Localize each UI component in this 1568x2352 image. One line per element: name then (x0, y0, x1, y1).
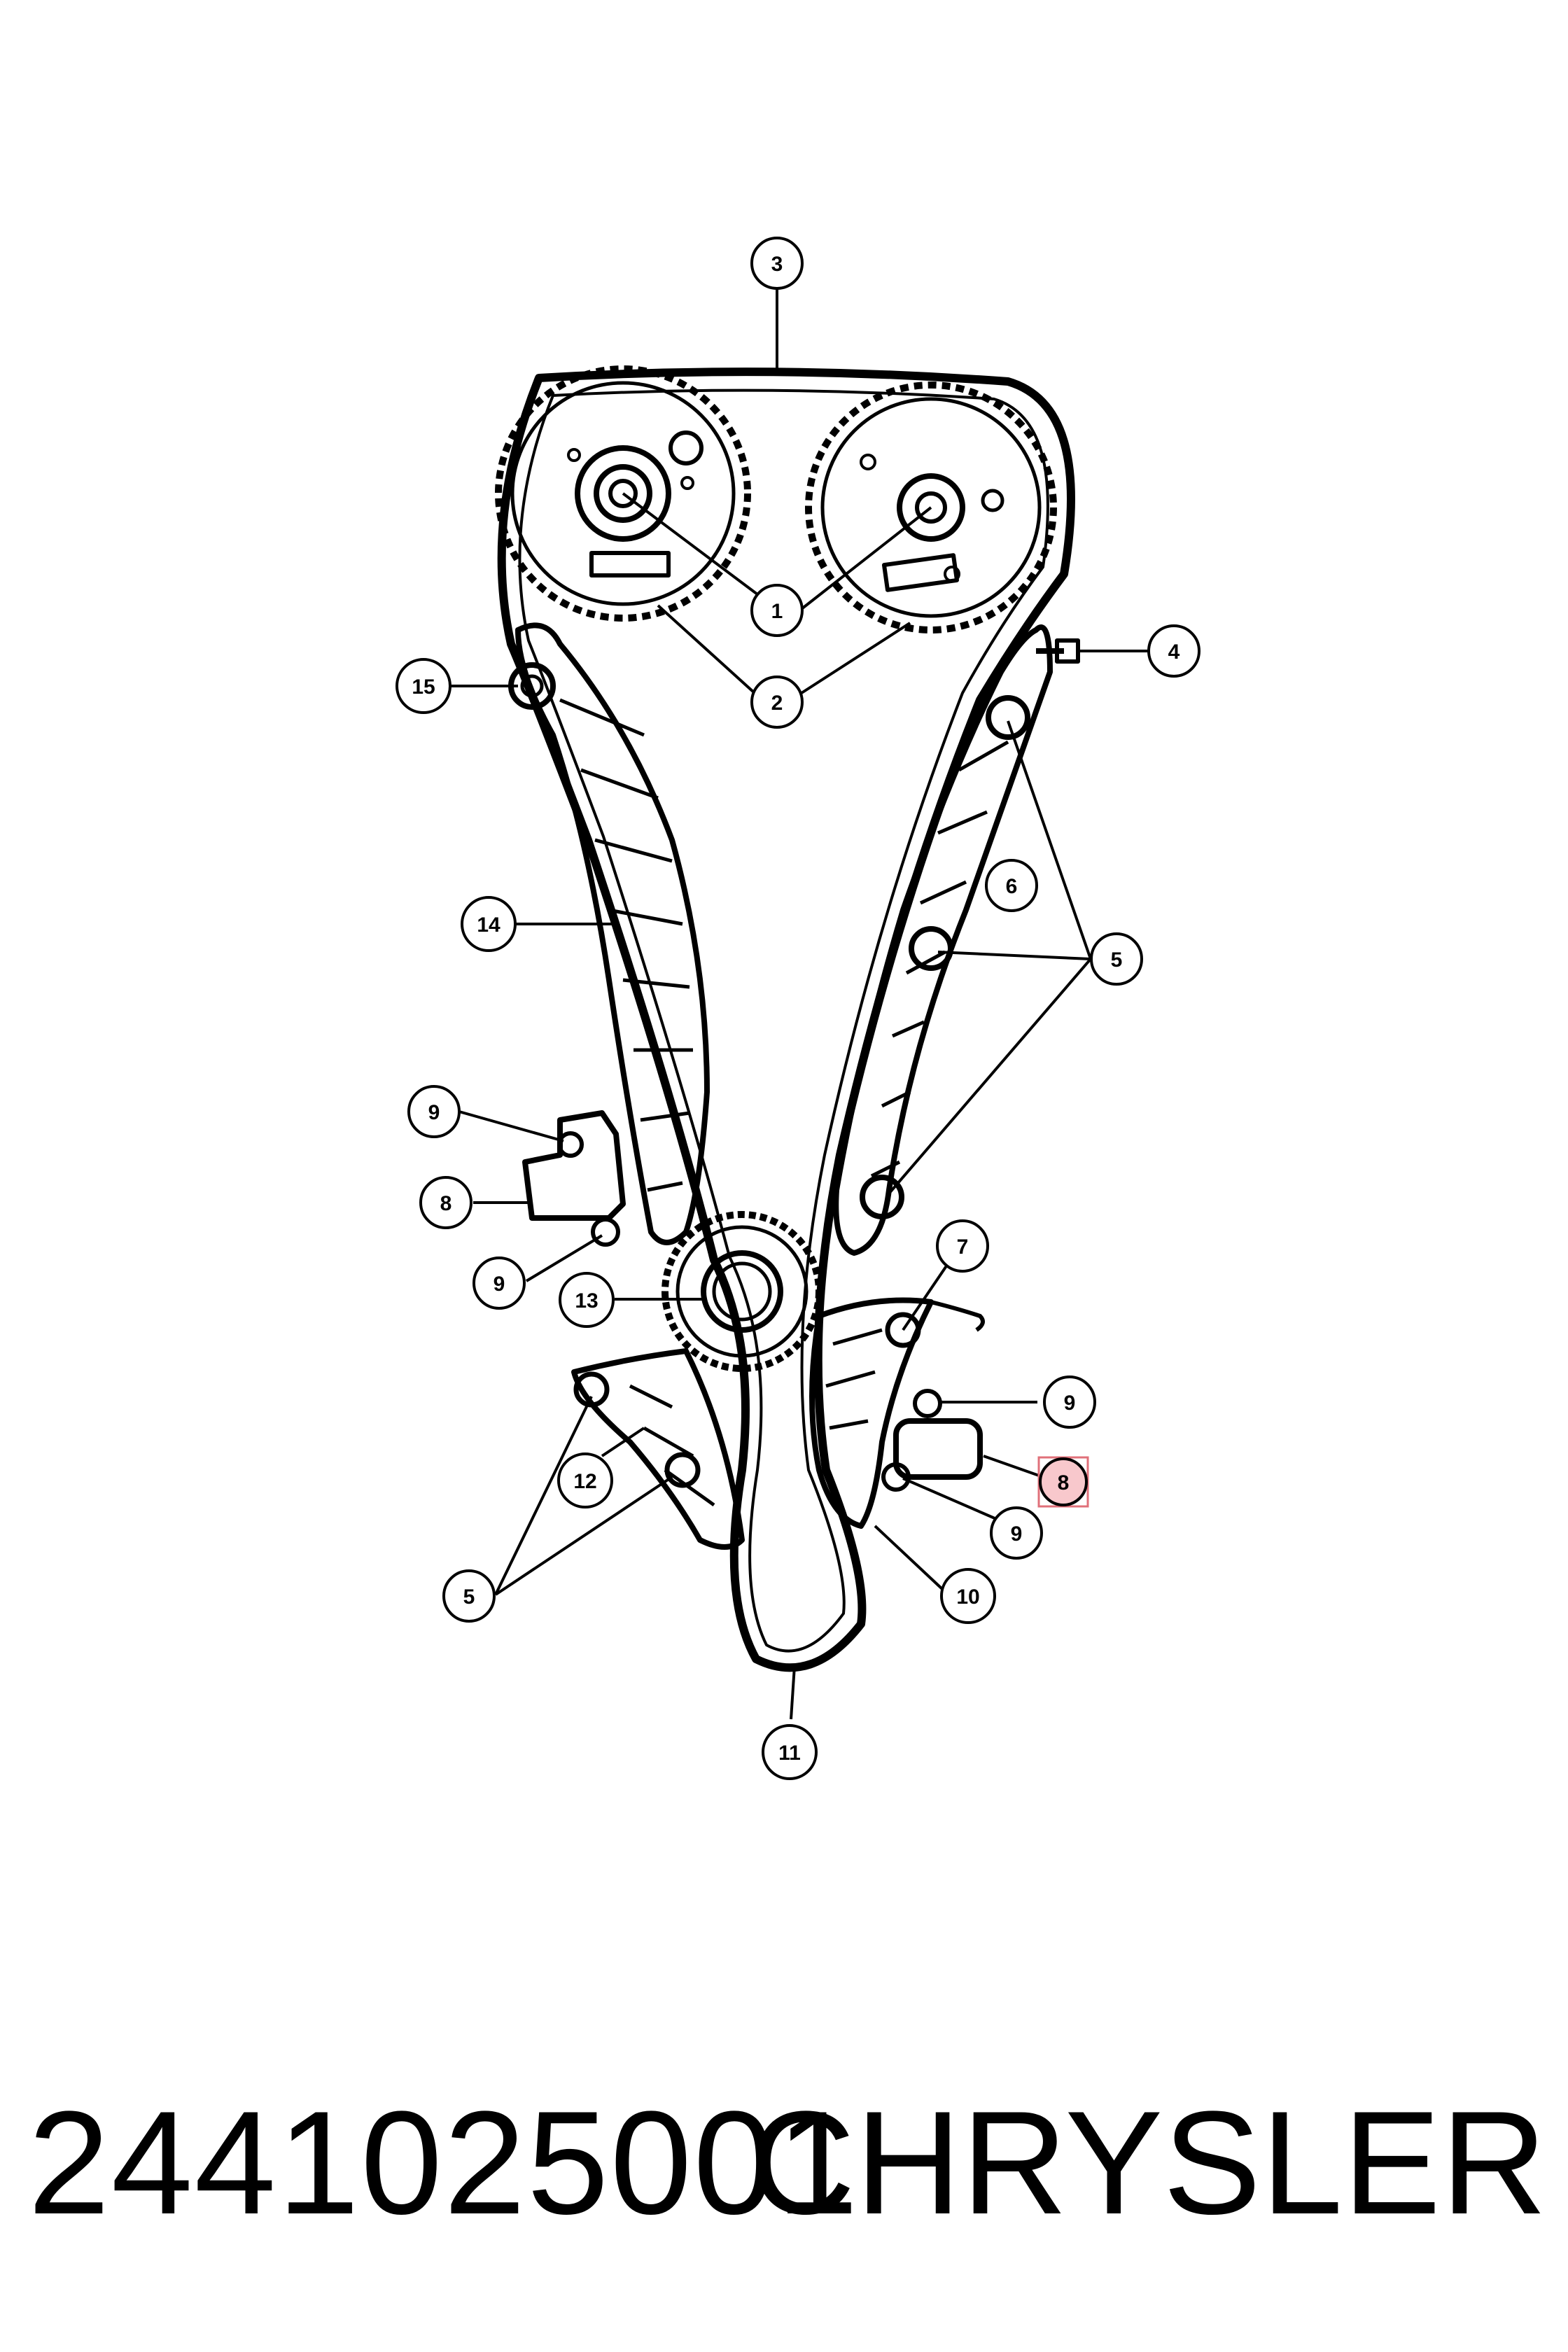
svg-text:9: 9 (1064, 1392, 1076, 1415)
callout-8-upper: 8 (419, 1176, 472, 1229)
svg-text:12: 12 (573, 1470, 596, 1493)
svg-text:5: 5 (463, 1586, 475, 1609)
svg-text:6: 6 (1006, 875, 1018, 898)
svg-text:3: 3 (771, 253, 783, 276)
upper-tensioner (522, 1110, 626, 1247)
timing-chain (497, 368, 1075, 1672)
lower-left-guide (571, 1348, 745, 1550)
callout-10: 10 (940, 1568, 996, 1624)
callout-3: 3 (750, 237, 804, 290)
svg-text:8: 8 (440, 1192, 452, 1215)
svg-text:11: 11 (778, 1742, 801, 1765)
callout-9-upper-left: 9 (407, 1085, 461, 1138)
callout-5-lower: 5 (442, 1569, 496, 1623)
callout-8-lower-highlighted: 8 (1037, 1456, 1089, 1508)
callout-6: 6 (985, 859, 1038, 912)
svg-text:7: 7 (957, 1236, 969, 1259)
svg-text:14: 14 (477, 913, 500, 937)
callout-14: 14 (461, 896, 517, 952)
callout-1: 1 (750, 584, 804, 637)
left-cam-sprocket (495, 365, 751, 622)
brand-name: CHRYSLER (749, 2080, 1547, 2245)
svg-text:13: 13 (575, 1289, 598, 1312)
callout-4: 4 (1147, 624, 1200, 678)
right-cam-sprocket (805, 382, 1057, 634)
callout-9-lower-left: 9 (472, 1256, 526, 1310)
svg-text:1: 1 (771, 600, 783, 623)
leader-lines (451, 289, 1148, 1720)
callout-7: 7 (936, 1219, 989, 1273)
callout-13: 13 (559, 1272, 615, 1328)
callout-9-right-upper: 9 (1043, 1376, 1096, 1429)
right-chain-guide (833, 624, 1080, 1256)
callout-5-upper: 5 (1090, 932, 1143, 986)
callout-2: 2 (750, 676, 804, 729)
svg-text:8: 8 (1058, 1471, 1070, 1494)
footer: 2441025001 CHRYSLER (28, 2072, 1547, 2254)
svg-text:15: 15 (412, 676, 435, 699)
callout-15: 15 (396, 658, 451, 714)
svg-text:10: 10 (956, 1586, 979, 1609)
svg-text:2: 2 (771, 692, 783, 715)
lower-tensioner (881, 1389, 983, 1492)
callout-12: 12 (557, 1452, 613, 1508)
svg-text:9: 9 (428, 1101, 440, 1124)
left-chain-guide (508, 622, 710, 1245)
crank-sprocket (662, 1211, 822, 1372)
svg-text:9: 9 (493, 1273, 505, 1296)
callout-11: 11 (762, 1724, 818, 1780)
svg-text:5: 5 (1111, 948, 1123, 972)
part-number: 2441025001 (28, 2080, 860, 2245)
svg-text:4: 4 (1168, 640, 1180, 664)
callout-9-right-lower: 9 (990, 1506, 1043, 1560)
lower-right-tensioner-arm (809, 1297, 985, 1529)
svg-text:9: 9 (1011, 1522, 1023, 1546)
